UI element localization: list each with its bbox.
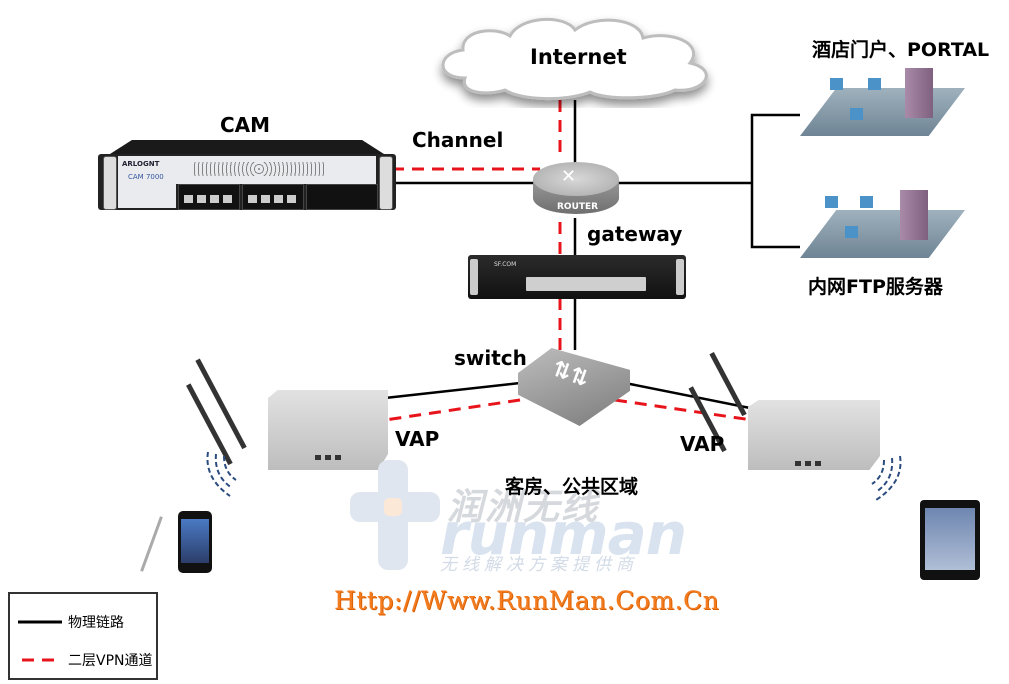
ftp-lan-segment [790, 190, 970, 260]
portal-lan-segment [790, 68, 970, 138]
legend: 物理链路 二层VPN通道 [8, 592, 158, 680]
internet-cloud-icon [441, 17, 708, 100]
router-icon: ✕ ROUTER [533, 158, 619, 224]
tablet-icon [920, 500, 980, 580]
vpn-switch-vap-left [384, 398, 521, 422]
watermark-sub: 无线解决方案提供商 [440, 555, 638, 575]
cam-model: CAM 7000 [128, 173, 164, 181]
wifi-signal-right-icon [871, 455, 902, 501]
vap-left-label: VAP [395, 427, 440, 451]
link-lan-bus [750, 113, 800, 249]
legend-item-physical: 物理链路 [18, 612, 124, 632]
watermark-logo-icon [350, 460, 440, 570]
cam-label: CAM [220, 113, 271, 137]
access-point-left [186, 340, 395, 470]
channel-label: Channel [412, 128, 504, 152]
smartphone-icon [140, 505, 220, 577]
solid-line-icon [18, 620, 62, 624]
website-url[interactable]: Http://Www.RunMan.Com.Cn [334, 586, 720, 615]
gateway-device: SF.COM [468, 255, 686, 299]
wifi-signal-left-icon [206, 451, 237, 497]
watermark-en: runman [440, 500, 687, 568]
link-switch-vap-left [384, 381, 521, 400]
area-label: 客房、公共区域 [505, 476, 639, 498]
legend-label: 物理链路 [68, 615, 124, 631]
switch-label: switch [454, 346, 527, 370]
legend-label: 二层VPN通道 [68, 653, 153, 669]
cam-device: ARLOGNT CAM 7000 [98, 140, 396, 212]
switch-icon: ⇅⇅ [518, 348, 630, 426]
ftp-label: 内网FTP服务器 [808, 276, 943, 298]
vpn-switch-vap-right [614, 398, 753, 422]
access-point-right [688, 345, 885, 475]
cam-brand: ARLOGNT [122, 160, 160, 168]
internet-label: Internet [530, 45, 627, 69]
router-label: ROUTER [557, 202, 599, 212]
vap-right-label: VAP [680, 432, 725, 456]
gateway-label: gateway [587, 222, 683, 246]
watermark-cn: 润洲无线 [447, 487, 600, 528]
legend-item-vpn: 二层VPN通道 [18, 650, 153, 670]
dashed-line-icon [22, 658, 62, 662]
portal-label: 酒店门户、PORTAL [812, 39, 990, 61]
